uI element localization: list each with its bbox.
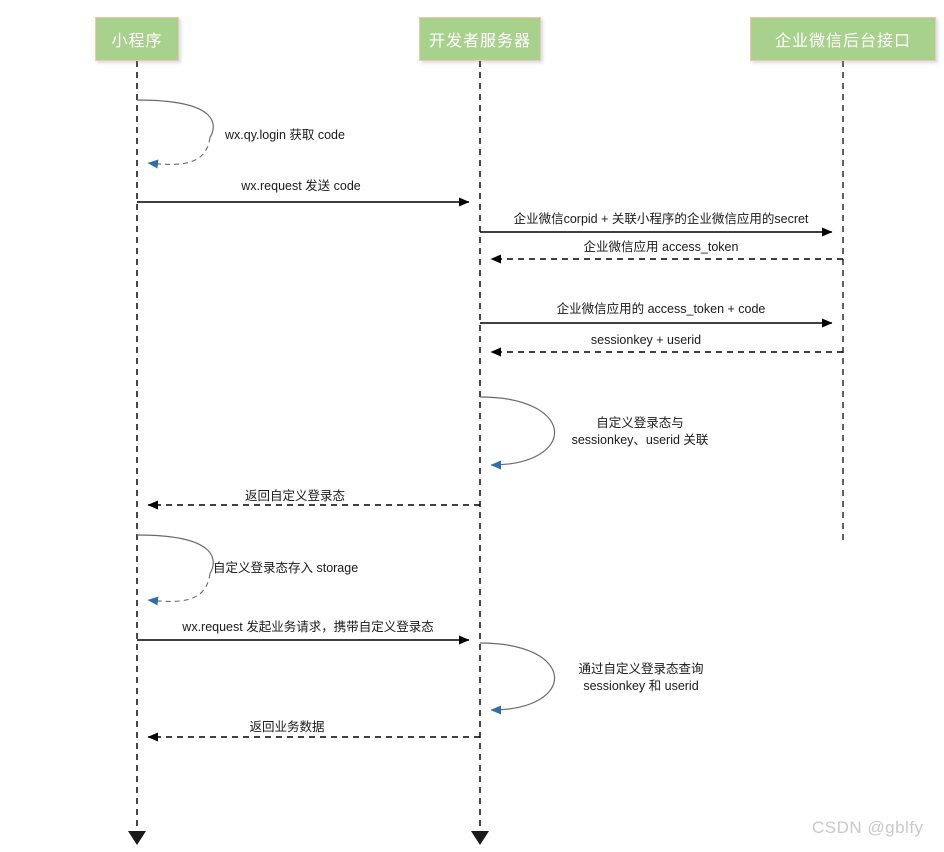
message-label-10: 通过自定义登录态查询 sessionkey 和 userid (578, 661, 703, 695)
self-loop-arc-solid-8 (136, 534, 214, 574)
csdn-watermark: CSDN @gblfy (812, 818, 924, 837)
message-label-line: sessionkey 和 userid (583, 679, 699, 693)
message-label-9: wx.request 发起业务请求，携带自定义登录态 (182, 619, 433, 636)
message-label-1: wx.request 发送 code (241, 178, 361, 195)
message-label-3: 企业微信应用 access_token (584, 239, 739, 256)
self-loop-arc-solid-0 (136, 99, 214, 138)
message-label-line: 通过自定义登录态查询 (578, 662, 704, 676)
message-label-line: 企业微信应用 access_token (583, 240, 739, 254)
lifeline-end-arrow-devserver (471, 831, 489, 845)
lifeline-end-arrow-miniprogram (128, 831, 146, 845)
self-loop-arc-dashed-0 (147, 137, 211, 169)
message-label-line: wx.request 发送 code (241, 179, 361, 193)
message-label-line: wx.qy.login 获取 code (225, 128, 345, 142)
self-loop-arc-dashed-8 (147, 573, 211, 606)
message-label-6: 自定义登录态与 sessionkey、userid 关联 (572, 415, 709, 449)
message-label-line: 返回自定义登录态 (244, 489, 346, 503)
message-label-line: wx.request 发起业务请求，携带自定义登录态 (182, 620, 434, 634)
message-label-8: 自定义登录态存入 storage (213, 560, 358, 577)
self-loop-arc-6 (479, 396, 556, 470)
message-label-line: 返回业务数据 (249, 720, 325, 734)
actor-box-wecom: 企业微信后台接口 (750, 17, 936, 61)
message-label-line: sessionkey + userid (590, 333, 702, 347)
actor-box-miniprogram: 小程序 (95, 17, 179, 61)
messages-layer (136, 99, 843, 742)
message-label-5: sessionkey + userid (591, 332, 701, 349)
message-label-line: sessionkey、userid 关联 (571, 433, 709, 447)
message-label-line: 自定义登录态存入 storage (213, 561, 359, 575)
message-label-0: wx.qy.login 获取 code (225, 127, 345, 144)
message-label-7: 返回自定义登录态 (245, 488, 345, 505)
message-label-4: 企业微信应用的 access_token + code (557, 301, 766, 318)
self-loop-arc-10 (479, 642, 556, 715)
message-label-line: 企业微信应用的 access_token + code (556, 302, 766, 316)
actor-box-devserver: 开发者服务器 (419, 17, 541, 61)
message-label-line: 自定义登录态与 (596, 416, 684, 430)
message-label-2: 企业微信corpid + 关联小程序的企业微信应用的secret (514, 211, 809, 228)
message-label-11: 返回业务数据 (249, 719, 324, 736)
message-label-line: 企业微信corpid + 关联小程序的企业微信应用的secret (513, 212, 809, 226)
lifelines-layer (128, 61, 844, 845)
